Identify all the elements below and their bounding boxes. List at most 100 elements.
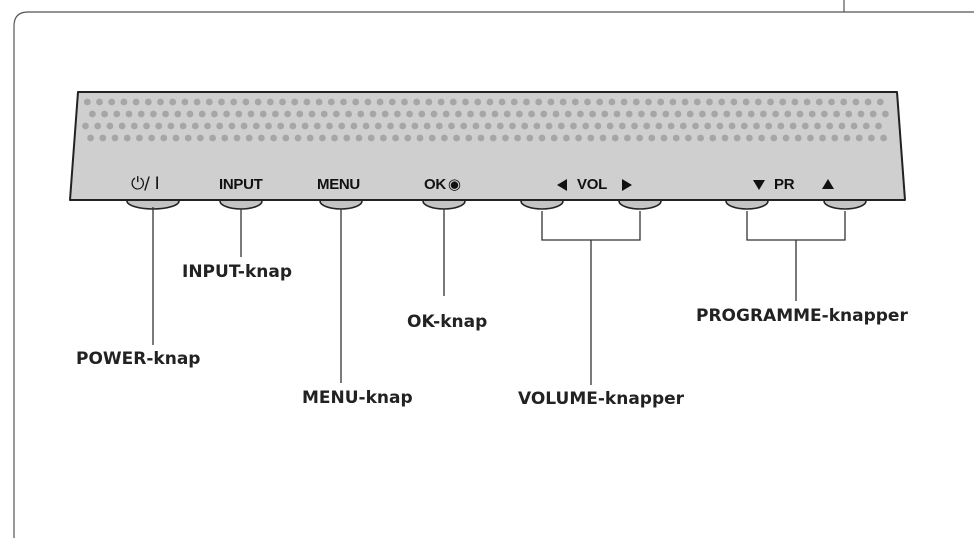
volume-bracket	[541, 211, 641, 241]
grille-dot	[108, 98, 116, 106]
grille-dot	[777, 122, 785, 130]
grille-dot	[596, 98, 604, 106]
grille-dot	[559, 98, 567, 106]
grille-dot	[83, 98, 91, 106]
grille-dot	[611, 134, 619, 142]
grille-dot	[735, 110, 743, 118]
grille-dot	[510, 98, 518, 106]
grille-dot	[430, 110, 438, 118]
grille-dot	[693, 98, 701, 106]
grille-dot	[350, 122, 358, 130]
tv-control-panel	[69, 91, 906, 201]
grille-dot	[770, 134, 778, 142]
grille-dot	[282, 134, 290, 142]
grille-dot	[484, 122, 492, 130]
grille-dot	[284, 110, 291, 118]
grille-dot	[740, 122, 748, 130]
grille-dot	[99, 134, 107, 142]
grille-dot	[144, 98, 152, 106]
grille-dot	[113, 110, 121, 118]
grille-dot	[826, 122, 834, 130]
grille-dot	[577, 110, 584, 118]
grille-dot	[638, 110, 645, 118]
grille-dot	[169, 98, 177, 106]
grille-dot	[233, 134, 241, 142]
grille-dot	[667, 122, 675, 130]
grille-dot	[563, 134, 570, 142]
grille-dot	[538, 134, 546, 142]
grille-dot	[564, 110, 572, 118]
power-symbol-label: ⏻/ I	[131, 174, 160, 194]
grille-dot	[197, 134, 204, 142]
grille-dot	[655, 122, 663, 130]
grille-dot	[632, 98, 640, 106]
grille-dot	[331, 134, 338, 142]
grille-dot	[223, 110, 231, 118]
grille-dot	[289, 122, 297, 130]
grille-dot	[716, 122, 724, 130]
grille-dot	[711, 110, 718, 118]
grille-dot	[388, 98, 396, 106]
programme-bracket	[746, 211, 846, 241]
grille-dot	[291, 98, 299, 106]
grille-dot	[528, 110, 535, 118]
grille-dot	[706, 98, 713, 106]
grille-dot	[218, 98, 225, 106]
grille-dot	[613, 110, 621, 118]
ok-panel-label: OK◉	[424, 177, 461, 193]
grille-dot	[669, 98, 677, 106]
grille-dot	[704, 122, 712, 130]
grille-dot	[364, 98, 372, 106]
grille-dot	[221, 134, 229, 142]
grille-dot	[308, 110, 316, 118]
grille-dot	[148, 134, 156, 142]
grille-dot	[392, 134, 399, 142]
grille-dot	[808, 110, 816, 118]
grille-dot	[514, 134, 521, 142]
grille-dot	[172, 134, 180, 142]
grille-dot	[376, 98, 384, 106]
grille-dot	[162, 110, 170, 118]
grille-dot	[404, 134, 412, 142]
grille-dot	[89, 110, 96, 118]
grille-dot	[247, 110, 255, 118]
grille-dot	[94, 122, 102, 130]
grille-dot	[864, 98, 872, 106]
grille-dot	[174, 110, 182, 118]
grille-dot	[137, 110, 145, 118]
grille-dot	[338, 122, 346, 130]
grille-dot	[406, 110, 413, 118]
grille-dot	[782, 134, 790, 142]
grille-dot	[636, 134, 643, 142]
grille-dot	[204, 122, 211, 130]
grille-dot	[814, 122, 821, 130]
grille-dot	[796, 110, 804, 118]
grille-dot	[111, 134, 119, 142]
grille-dot	[589, 110, 596, 118]
grille-dot	[123, 134, 131, 142]
grille-dot	[453, 134, 460, 142]
grille-dot	[279, 98, 286, 106]
grille-dot	[132, 98, 140, 106]
grille-dot	[101, 110, 108, 118]
grille-dot	[491, 110, 499, 118]
grille-dot	[181, 98, 189, 106]
triangle-right-icon	[622, 179, 632, 191]
grille-dot	[472, 122, 480, 130]
grille-dot	[381, 110, 389, 118]
grille-dot	[193, 98, 201, 106]
grille-dot	[333, 110, 340, 118]
grille-dot	[533, 122, 541, 130]
grille-dot	[845, 110, 853, 118]
grille-dot	[794, 134, 802, 142]
grille-dot	[862, 122, 870, 130]
grille-dot	[550, 134, 558, 142]
grille-dot	[380, 134, 387, 142]
grille-dot	[789, 122, 797, 130]
grille-dot	[648, 134, 656, 142]
grille-dot	[833, 110, 840, 118]
grille-dot	[266, 98, 274, 106]
grille-dot	[662, 110, 670, 118]
grille-dot	[399, 122, 407, 130]
